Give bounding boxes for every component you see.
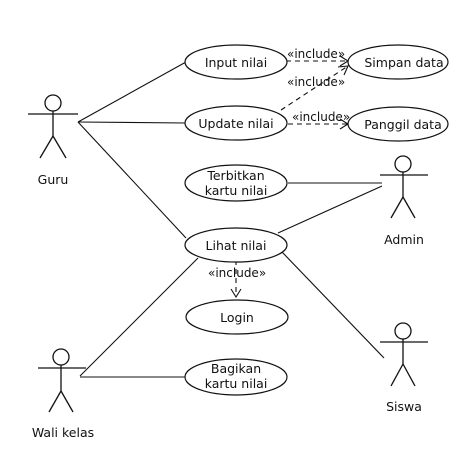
assoc-guru-lihat-nilai <box>77 121 187 239</box>
include-update-simpan <box>280 65 349 111</box>
actor-wali-kelas-figure-icon <box>38 348 86 413</box>
actor-siswa-figure-icon <box>380 322 428 387</box>
actor-admin: Admin <box>380 155 428 247</box>
actor-guru-figure-icon <box>28 94 78 159</box>
include-labels: «include» «include» «include» «include» <box>208 47 350 280</box>
use-case-simpan-data: Simpan data <box>347 44 449 80</box>
use-case-lihat-nilai: Lihat nilai <box>184 227 288 263</box>
use-case-bagikan-label-line2: kartu nilai <box>205 376 268 391</box>
use-case-update-nilai: Update nilai <box>184 105 288 141</box>
actor-wali-kelas-label: Wali kelas <box>32 425 94 440</box>
include-label-update-simpan: «include» <box>287 75 345 89</box>
actor-siswa: Siswa <box>380 322 428 414</box>
include-label-lihat-login: «include» <box>208 266 266 280</box>
include-label-update-panggil: «include» <box>292 110 350 124</box>
actor-wali-kelas: Wali kelas <box>32 348 94 440</box>
use-case-input-nilai: Input nilai <box>184 44 288 80</box>
associations <box>77 61 385 378</box>
use-case-bagikan-kartu-nilai: Bagikan kartu nilai <box>184 358 288 396</box>
use-case-terbitkan-label-line1: Terbitkan <box>206 168 264 183</box>
use-case-simpan-data-label: Simpan data <box>364 55 443 70</box>
include-label-input-simpan: «include» <box>287 47 345 61</box>
use-case-terbitkan-kartu-nilai: Terbitkan kartu nilai <box>184 164 288 202</box>
use-case-update-nilai-label: Update nilai <box>198 116 273 131</box>
include-lihat-login-arrowhead <box>230 288 242 299</box>
use-case-panggil-data-label: Panggil data <box>364 117 442 132</box>
use-case-panggil-data: Panggil data <box>347 106 449 142</box>
use-case-login: Login <box>185 299 289 335</box>
assoc-siswa-lihat-nilai <box>281 251 385 359</box>
actors: Guru Admin Siswa <box>28 94 428 440</box>
assoc-admin-lihat-nilai <box>277 185 383 234</box>
actor-admin-figure-icon <box>380 155 428 219</box>
assoc-guru-input-nilai <box>77 61 187 123</box>
actor-guru-label: Guru <box>38 172 69 187</box>
use-case-terbitkan-label-line2: kartu nilai <box>205 183 268 198</box>
assoc-guru-update-nilai <box>77 121 187 124</box>
use-case-login-label: Login <box>220 310 254 325</box>
use-case-lihat-nilai-label: Lihat nilai <box>206 238 267 253</box>
actor-admin-label: Admin <box>384 232 424 247</box>
actor-guru: Guru <box>28 94 78 187</box>
include-dependencies <box>230 55 350 299</box>
actor-siswa-label: Siswa <box>386 399 422 414</box>
use-case-input-nilai-label: Input nilai <box>205 55 267 70</box>
use-cases: Input nilai Simpan data Update nilai Pan… <box>184 44 449 396</box>
assoc-walikelas-lihat-nilai <box>79 257 199 377</box>
include-update-simpan-arrowhead <box>337 65 349 76</box>
use-case-bagikan-label-line1: Bagikan <box>211 361 261 376</box>
